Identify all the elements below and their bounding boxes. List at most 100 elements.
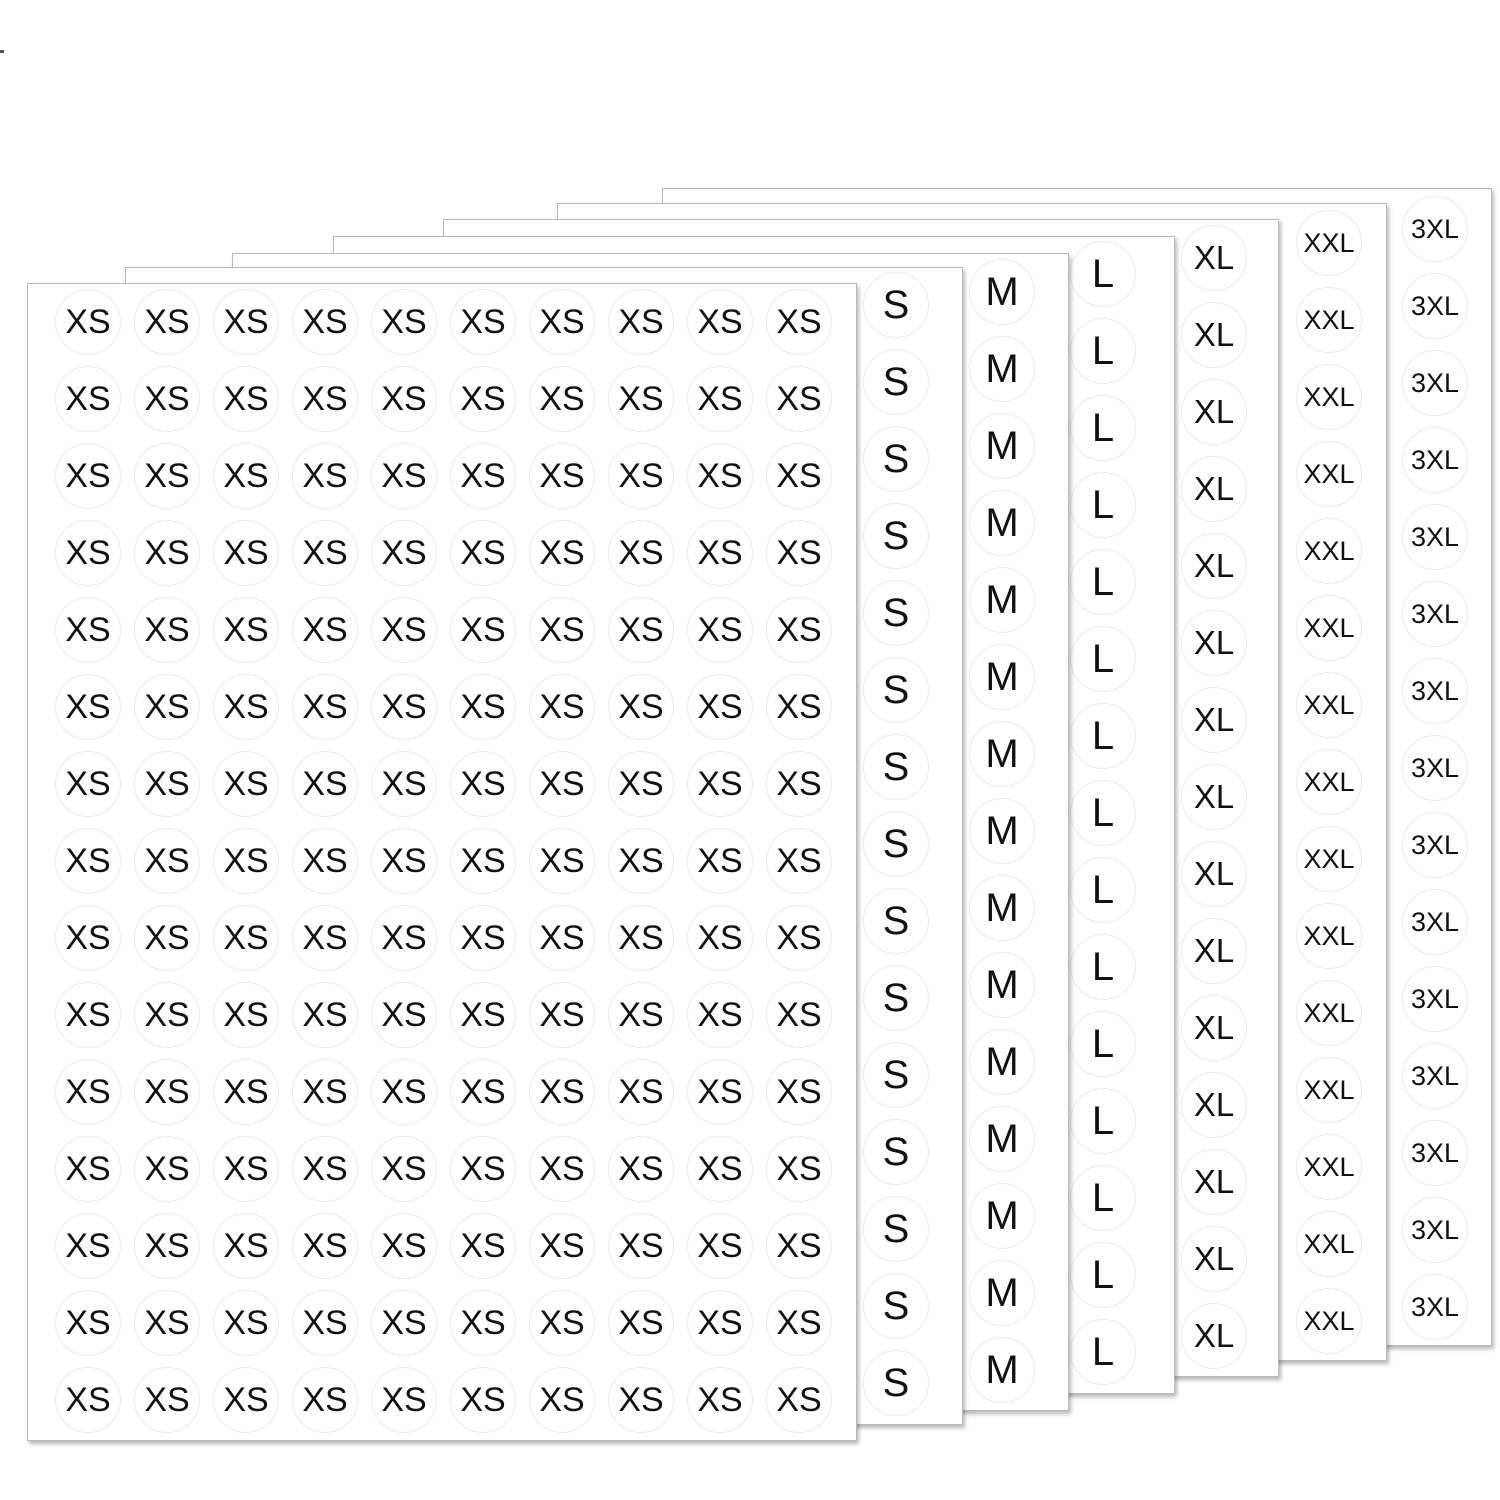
sticker-xs: XS xyxy=(55,905,121,971)
sticker-3xl: 3XL xyxy=(1402,196,1468,262)
sticker-xs: XS xyxy=(292,366,358,432)
sticker-xs: XS xyxy=(766,751,832,817)
sticker-xl: XL xyxy=(1181,225,1247,291)
sticker-xs: XS xyxy=(450,1213,516,1279)
sticker-l: L xyxy=(1070,1011,1136,1077)
sticker-xs: XS xyxy=(687,597,753,663)
sticker-xs: XS xyxy=(766,366,832,432)
sticker-s: S xyxy=(863,811,929,877)
sticker-xs: XS xyxy=(529,443,595,509)
sticker-xxl: XXL xyxy=(1296,826,1362,892)
sticker-m: M xyxy=(969,798,1035,864)
sticker-xs: XS xyxy=(766,1136,832,1202)
sticker-xs: XS xyxy=(292,982,358,1048)
sticker-xs: XS xyxy=(608,1367,674,1433)
sticker-xs: XS xyxy=(608,828,674,894)
sticker-xs: XS xyxy=(371,982,437,1048)
sticker-m: M xyxy=(969,1337,1035,1403)
sticker-xxl: XXL xyxy=(1296,672,1362,738)
sticker-xs: XS xyxy=(55,597,121,663)
sticker-3xl: 3XL xyxy=(1402,1043,1468,1109)
sticker-xs: XS xyxy=(608,597,674,663)
sticker-xs: XS xyxy=(608,443,674,509)
sticker-m: M xyxy=(969,721,1035,787)
sticker-xxl: XXL xyxy=(1296,518,1362,584)
sticker-xs: XS xyxy=(450,982,516,1048)
sticker-xs: XS xyxy=(55,520,121,586)
sticker-xxl: XXL xyxy=(1296,1211,1362,1277)
sticker-xs: XS xyxy=(371,905,437,971)
sticker-xs: XS xyxy=(687,982,753,1048)
sticker-3xl: 3XL xyxy=(1402,1197,1468,1263)
sticker-xs: XS xyxy=(213,828,279,894)
sticker-xs: XS xyxy=(213,1213,279,1279)
sticker-xs: XS xyxy=(766,905,832,971)
sticker-xs: XS xyxy=(213,1136,279,1202)
sticker-xs: XS xyxy=(766,289,832,355)
sticker-xs: XS xyxy=(292,1059,358,1125)
sticker-3xl: 3XL xyxy=(1402,350,1468,416)
sticker-xs: XS xyxy=(450,366,516,432)
sticker-xs: XS xyxy=(134,905,200,971)
sticker-xs: XS xyxy=(371,1367,437,1433)
sticker-xs: XS xyxy=(450,905,516,971)
sticker-xl: XL xyxy=(1181,918,1247,984)
sticker-xxl: XXL xyxy=(1296,364,1362,430)
sticker-xs: XS xyxy=(687,289,753,355)
sticker-xs: XS xyxy=(766,828,832,894)
sticker-xs: XS xyxy=(687,520,753,586)
sticker-xs: XS xyxy=(608,1059,674,1125)
sticker-xs: XS xyxy=(687,828,753,894)
sticker-s: S xyxy=(863,1119,929,1185)
sticker-xs: XS xyxy=(608,1213,674,1279)
sticker-xs: XS xyxy=(608,905,674,971)
sticker-xs: XS xyxy=(450,674,516,740)
sticker-xs: XS xyxy=(687,674,753,740)
sticker-s: S xyxy=(863,888,929,954)
sticker-xs: XS xyxy=(292,751,358,817)
sticker-xs: XS xyxy=(55,1059,121,1125)
sticker-m: M xyxy=(969,1260,1035,1326)
sticker-xs: XS xyxy=(213,520,279,586)
sticker-xs: XS xyxy=(687,751,753,817)
sticker-s: S xyxy=(863,657,929,723)
sticker-xs: XS xyxy=(134,828,200,894)
sticker-m: M xyxy=(969,490,1035,556)
sticker-xs: XS xyxy=(134,520,200,586)
sticker-xs: XS xyxy=(134,674,200,740)
sticker-3xl: 3XL xyxy=(1402,273,1468,339)
sticker-l: L xyxy=(1070,472,1136,538)
sticker-m: M xyxy=(969,336,1035,402)
sticker-xs: XS xyxy=(371,366,437,432)
sticker-xxl: XXL xyxy=(1296,1057,1362,1123)
sticker-xs: XS xyxy=(766,443,832,509)
sticker-3xl: 3XL xyxy=(1402,812,1468,878)
sticker-xs: XS xyxy=(529,366,595,432)
sticker-s: S xyxy=(863,580,929,646)
sticker-xxl: XXL xyxy=(1296,441,1362,507)
sticker-xl: XL xyxy=(1181,610,1247,676)
sticker-xs: XS xyxy=(529,1059,595,1125)
sticker-xs: XS xyxy=(292,1290,358,1356)
sticker-xs: XS xyxy=(371,828,437,894)
sticker-xs: XS xyxy=(608,1290,674,1356)
sticker-xs: XS xyxy=(450,1290,516,1356)
sticker-xs: XS xyxy=(213,1059,279,1125)
corner-mark xyxy=(0,50,4,53)
sticker-xs: XS xyxy=(687,1213,753,1279)
sticker-xs: XS xyxy=(292,289,358,355)
sticker-xs: XS xyxy=(529,1136,595,1202)
sticker-xs: XS xyxy=(134,751,200,817)
sticker-xs: XS xyxy=(608,289,674,355)
sticker-l: L xyxy=(1070,703,1136,769)
sticker-s: S xyxy=(863,503,929,569)
sticker-xs: XS xyxy=(529,751,595,817)
sticker-xs: XS xyxy=(529,828,595,894)
sticker-xs: XS xyxy=(371,1213,437,1279)
sticker-s: S xyxy=(863,1273,929,1339)
sticker-s: S xyxy=(863,1042,929,1108)
sticker-xs: XS xyxy=(608,982,674,1048)
sticker-xs: XS xyxy=(134,1059,200,1125)
sticker-3xl: 3XL xyxy=(1402,966,1468,1032)
sticker-xs: XS xyxy=(213,597,279,663)
